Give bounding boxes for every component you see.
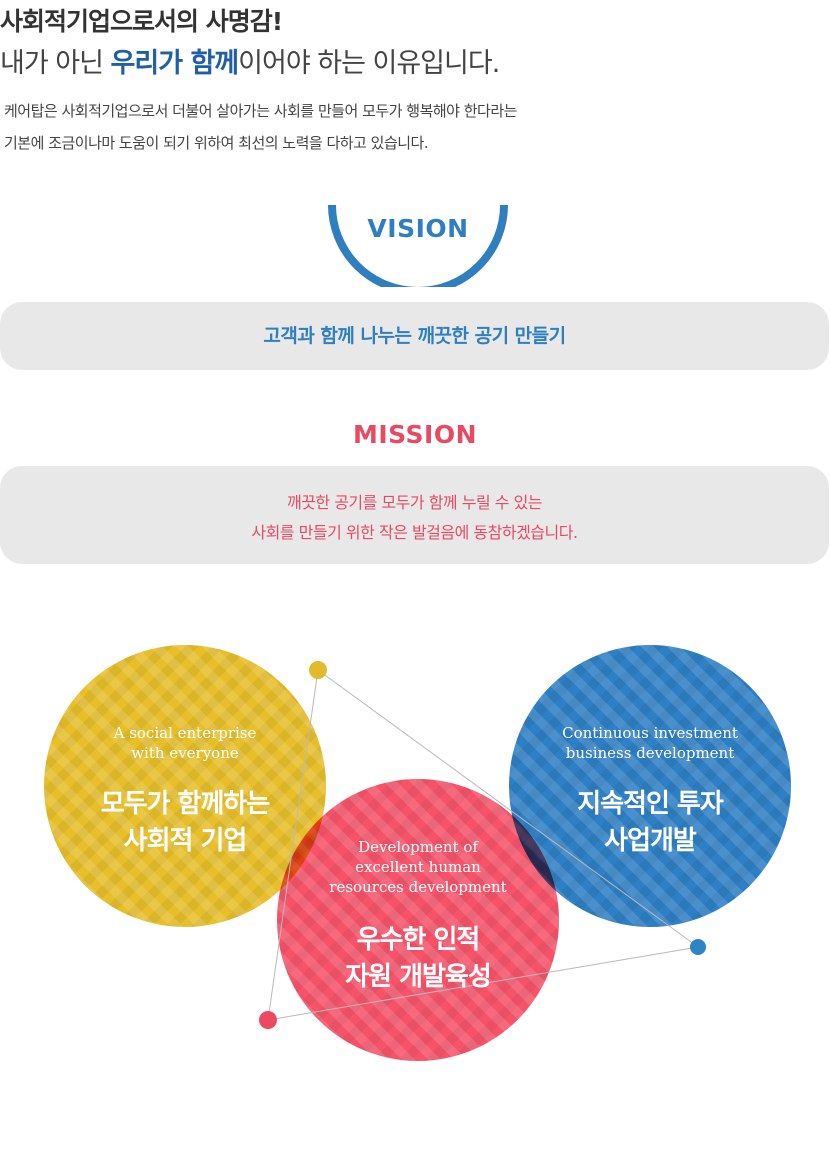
vision-box: 고객과 함께 나누는 깨끗한 공기 만들기	[0, 302, 829, 370]
red-en-line-1: Development of	[358, 838, 478, 856]
red-dot-icon	[259, 1011, 277, 1029]
red-circle-text: Development of excellent human resources…	[277, 779, 559, 1061]
page-title: 사회적기업으로서의 사명감!	[0, 7, 283, 36]
mission-label: MISSION	[352, 420, 478, 449]
description-line-2: 기본에 조금이나마 도움이 되기 위하여 최선의 노력을 다하고 있습니다.	[4, 134, 429, 152]
blue-dot-icon	[690, 939, 706, 955]
yellow-circle-text: A social enterprise with everyone 모두가 함께…	[44, 645, 326, 927]
subtitle-suffix: 이어야 하는 이유입니다.	[238, 48, 500, 79]
mission-text-line-1: 깨끗한 공기를 모두가 함께 누릴 수 있는	[286, 493, 543, 512]
yellow-en-line-1: A social enterprise	[113, 724, 257, 742]
page-subtitle: 내가 아닌 우리가 함께이어야 하는 이유입니다.	[0, 41, 500, 80]
yellow-en-line-2: with everyone	[131, 744, 239, 762]
subtitle-prefix: 내가 아닌	[0, 48, 111, 79]
intro-description: 케어탑은 사회적기업으로서 더불어 살아가는 사회를 만들어 모두가 행복해야 …	[4, 95, 517, 159]
vision-text: 고객과 함께 나누는 깨끗한 공기 만들기	[263, 325, 566, 347]
yellow-ko-line-1: 모두가 함께하는	[100, 789, 271, 819]
blue-ko-line-2: 사업개발	[604, 826, 697, 856]
vision-label: VISION	[367, 214, 469, 243]
subtitle-highlight: 우리가 함께	[110, 48, 240, 79]
description-line-1: 케어탑은 사회적기업으로서 더불어 살아가는 사회를 만들어 모두가 행복해야 …	[4, 102, 517, 120]
mission-text-line-2: 사회를 만들기 위한 작은 발걸음에 동참하겠습니다.	[251, 523, 578, 542]
red-en-line-2: excellent human	[355, 858, 481, 876]
blue-en-line-1: Continuous investment	[562, 724, 738, 742]
vision-arc-icon	[328, 205, 508, 287]
blue-ko-line-1: 지속적인 투자	[577, 789, 724, 819]
red-ko-line-2: 자원 개발육성	[345, 962, 492, 992]
red-ko-line-1: 우수한 인적	[356, 925, 481, 955]
mission-box: 깨끗한 공기를 모두가 함께 누릴 수 있는 사회를 만들기 위한 작은 발걸음…	[0, 466, 829, 564]
blue-circle-text: Continuous investment business developme…	[509, 645, 791, 927]
yellow-ko-line-2: 사회적 기업	[123, 826, 248, 856]
red-en-line-3: resources development	[329, 878, 507, 896]
blue-en-line-2: business development	[565, 744, 735, 762]
